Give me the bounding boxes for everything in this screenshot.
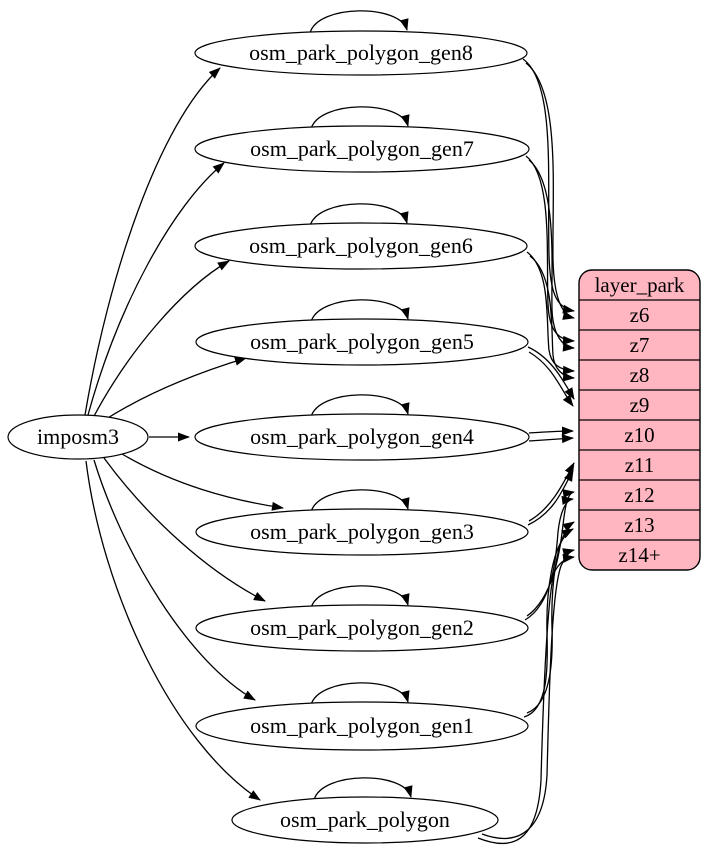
edge-osm_park_polygon-to-layer_park:z14+ (481, 548, 575, 839)
node-osm_park_polygon_gen7: osm_park_polygon_gen7 (194, 125, 530, 173)
self-loop-osm_park_polygon_gen4 (310, 394, 410, 418)
node-shape-osm_park_polygon_gen4 (194, 413, 530, 461)
node-osm_park_polygon_gen3: osm_park_polygon_gen3 (195, 508, 529, 556)
self-loop-osm_park_polygon_gen5 (310, 299, 410, 323)
edge-osm_park_polygon_gen5-to-layer_park:z9 (528, 351, 574, 407)
edge-imposm3-to-osm_park_polygon_gen1 (93, 459, 256, 701)
edge-imposm3-to-osm_park_polygon_gen5 (102, 356, 247, 422)
node-osm_park_polygon_gen5: osm_park_polygon_gen5 (195, 318, 529, 366)
edge-osm_park_polygon_gen6-to-layer_park:z8 (526, 251, 575, 375)
edge-osm_park_polygon_gen7-to-layer_park:z7 (525, 155, 575, 345)
node-shape-osm_park_polygon_gen8 (194, 30, 528, 76)
node-label-osm_park_polygon_gen5: osm_park_polygon_gen5 (250, 329, 474, 354)
node-label-osm_park_polygon_gen8: osm_park_polygon_gen8 (249, 40, 473, 65)
node-label-osm_park_polygon_gen7: osm_park_polygon_gen7 (250, 136, 474, 161)
edge-imposm3-to-osm_park_polygon_gen8 (84, 67, 221, 416)
layer-park-row-z8: z8 (630, 363, 650, 387)
node-shape-osm_park_polygon_gen2 (195, 604, 529, 652)
node-osm_park_polygon_gen4: osm_park_polygon_gen4 (194, 413, 530, 461)
self-loop-osm_park_polygon_gen6 (309, 203, 409, 227)
node-label-imposm3: imposm3 (37, 424, 119, 449)
edge-osm_park_polygon_gen3-to-layer_park:z11 (527, 469, 574, 526)
layer-park-row-z10: z10 (624, 423, 654, 447)
layer-park-row-z6: z6 (630, 303, 650, 327)
edge-osm_park_polygon_gen2-to-layer_park:z12 (524, 495, 574, 621)
self-loop-osm_park_polygon_gen8 (309, 10, 409, 34)
edge-osm_park_polygon-to-layer_park:z14+ (477, 553, 575, 845)
edge-osm_park_polygon_gen4-to-layer_park:z10 (528, 426, 574, 436)
node-shape-imposm3 (7, 414, 149, 460)
layer-park-row-z12: z12 (624, 483, 654, 507)
edge-imposm3-to-osm_park_polygon_gen7 (87, 162, 225, 416)
node-label-osm_park_polygon_gen3: osm_park_polygon_gen3 (250, 519, 474, 544)
layer-park-title: layer_park (595, 273, 685, 297)
node-label-osm_park_polygon_gen6: osm_park_polygon_gen6 (249, 233, 473, 258)
node-shape-osm_park_polygon_gen3 (195, 508, 529, 556)
edge-imposm3-to-osm_park_polygon (85, 460, 261, 801)
layer-park-row-z14+: z14+ (618, 543, 660, 567)
self-loop-osm_park_polygon_gen3 (310, 489, 410, 513)
layer-park-row-z7: z7 (630, 333, 650, 357)
node-layer_park: layer_park z6 z7 z8 z9 z10 z11 z12 z13 z14+ (578, 269, 701, 571)
node-osm_park_polygon_gen6: osm_park_polygon_gen6 (194, 222, 528, 270)
node-shape-osm_park_polygon_gen5 (195, 318, 529, 366)
node-label-osm_park_polygon_gen4: osm_park_polygon_gen4 (250, 424, 474, 449)
edge-imposm3-to-osm_park_polygon_gen2 (103, 457, 266, 602)
edge-osm_park_polygon_gen5-to-layer_park:z9 (527, 346, 575, 400)
edge-imposm3-to-osm_park_polygon_gen6 (92, 260, 230, 419)
edge-osm_park_polygon_gen8-to-layer_park:z6 (525, 62, 575, 320)
layer-park-row-z11: z11 (625, 453, 655, 477)
edge-osm_park_polygon_gen8-to-layer_park:z6 (522, 58, 575, 314)
self-loop-osm_park_polygon_gen1 (310, 682, 410, 706)
node-shape-osm_park_polygon_gen1 (195, 701, 529, 751)
node-shape-osm_park_polygon_gen6 (194, 222, 528, 270)
edge-osm_park_polygon_gen4-to-layer_park:z10 (528, 434, 574, 444)
node-shape-osm_park_polygon_gen7 (194, 125, 530, 173)
node-osm_park_polygon: osm_park_polygon (231, 796, 499, 844)
self-loop-osm_park_polygon (313, 777, 413, 801)
self-loop-osm_park_polygon_gen2 (310, 585, 410, 609)
edge-imposm3-to-osm_park_polygon_gen3 (121, 453, 284, 511)
edge-osm_park_polygon_gen1-to-layer_park:z13 (526, 521, 575, 714)
node-imposm3: imposm3 (7, 414, 149, 460)
edge-osm_park_polygon_gen6-to-layer_park:z8 (529, 255, 575, 382)
node-osm_park_polygon_gen8: osm_park_polygon_gen8 (194, 30, 528, 76)
layer-park-row-z13: z13 (624, 513, 654, 537)
self-loop-osm_park_polygon_gen7 (310, 106, 410, 130)
node-label-osm_park_polygon_gen1: osm_park_polygon_gen1 (250, 713, 474, 738)
node-shape-osm_park_polygon (231, 796, 499, 844)
node-label-osm_park_polygon: osm_park_polygon (280, 807, 450, 832)
node-label-osm_park_polygon_gen2: osm_park_polygon_gen2 (250, 615, 474, 640)
layer-park-row-z9: z9 (630, 393, 650, 417)
node-osm_park_polygon_gen2: osm_park_polygon_gen2 (195, 604, 529, 652)
edge-osm_park_polygon_gen7-to-layer_park:z7 (528, 159, 575, 352)
edge-osm_park_polygon_gen3-to-layer_park:z11 (528, 462, 575, 522)
node-osm_park_polygon_gen1: osm_park_polygon_gen1 (195, 701, 529, 751)
